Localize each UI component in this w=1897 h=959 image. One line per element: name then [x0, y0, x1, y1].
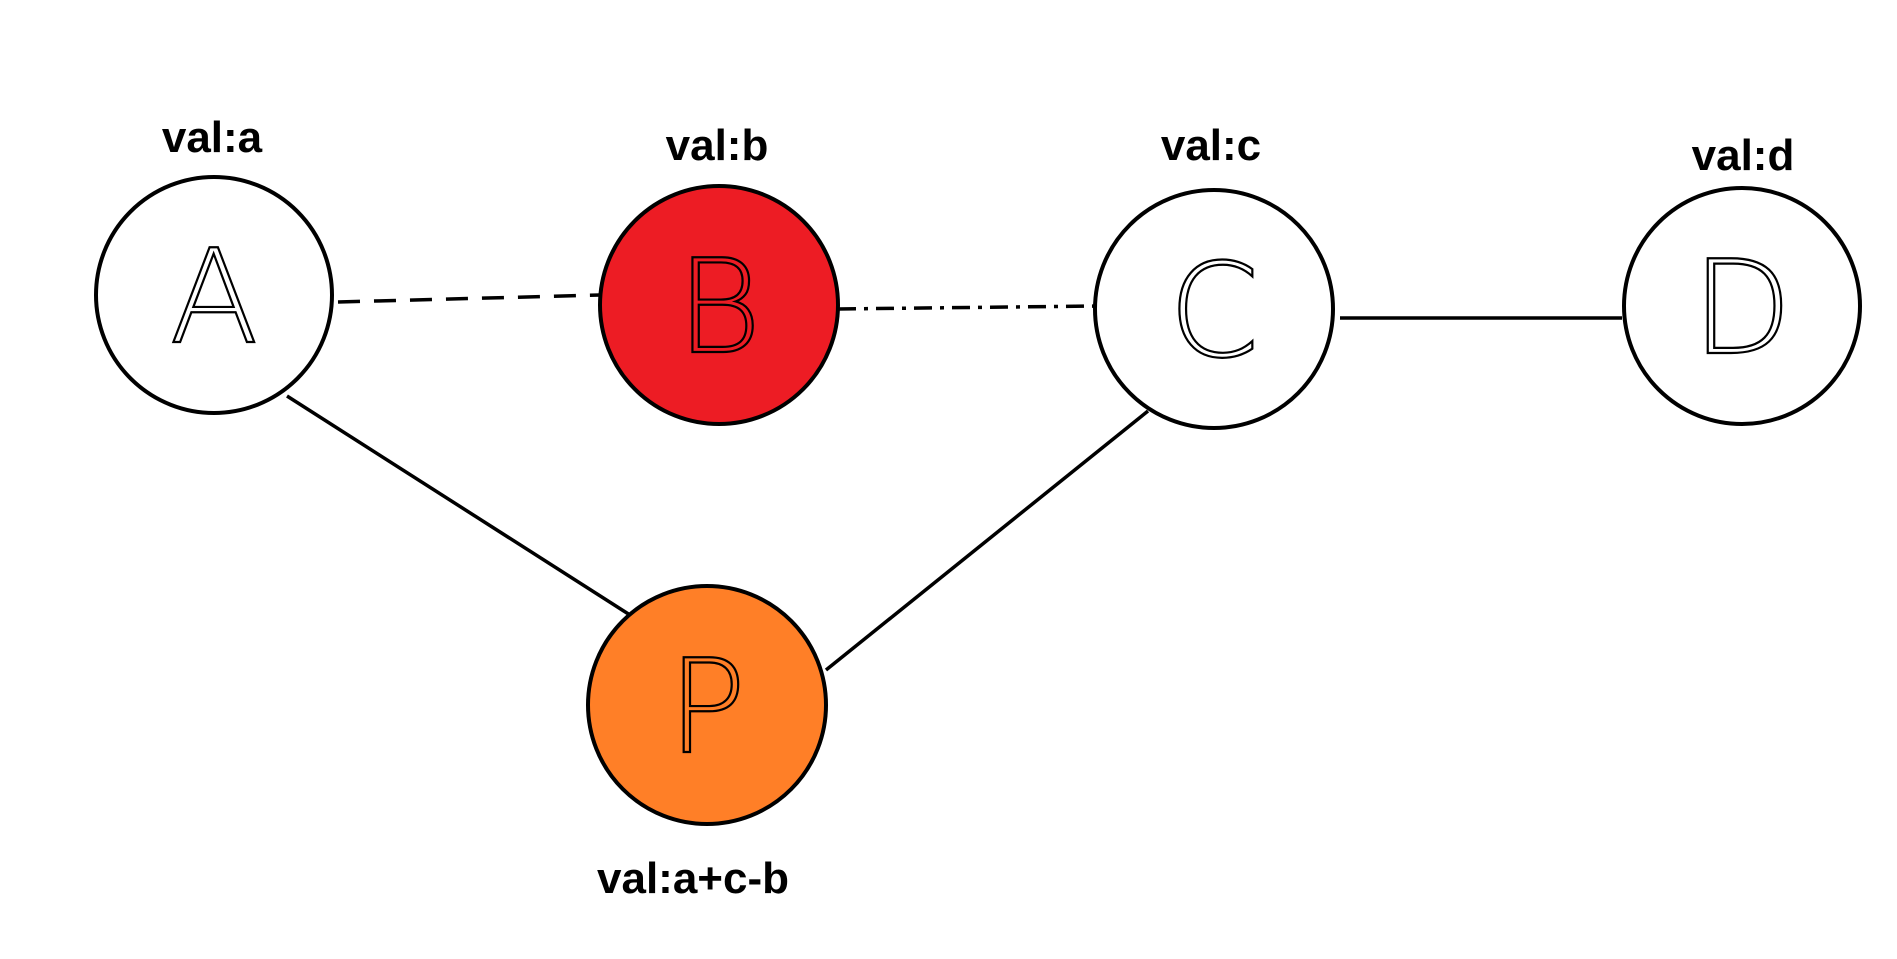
node-p: P val:a+c-b: [586, 584, 828, 903]
edges-layer: [286, 293, 1622, 672]
node-c: C val:c: [1093, 121, 1335, 430]
nodes-layer: A val:a B val:b C val:c D val:d P val:a+…: [94, 113, 1862, 903]
node-d-value-label: val:d: [1692, 131, 1795, 180]
node-d: D val:d: [1622, 131, 1862, 426]
node-d-circle: [1622, 186, 1862, 426]
node-d-letter: D: [1692, 232, 1792, 384]
node-b-value-label: val:b: [666, 121, 769, 170]
node-p-value-label: val:a+c-b: [597, 854, 789, 903]
node-b: B val:b: [598, 121, 840, 426]
node-b-letter: B: [676, 231, 761, 383]
node-a-letter: A: [170, 221, 259, 373]
edge-c-p: [824, 409, 1150, 672]
node-c-letter: C: [1169, 235, 1260, 387]
edge-a-b: [337, 293, 601, 304]
node-a-value-label: val:a: [162, 113, 263, 162]
edge-b-c: [837, 304, 1099, 311]
node-p-circle: [586, 584, 828, 826]
node-c-circle: [1093, 188, 1335, 430]
node-a-circle: [94, 175, 334, 415]
node-b-circle: [598, 184, 840, 426]
node-p-letter: P: [668, 631, 746, 783]
node-a: A val:a: [94, 113, 334, 415]
edge-a-p: [286, 394, 631, 617]
node-c-value-label: val:c: [1161, 121, 1261, 170]
